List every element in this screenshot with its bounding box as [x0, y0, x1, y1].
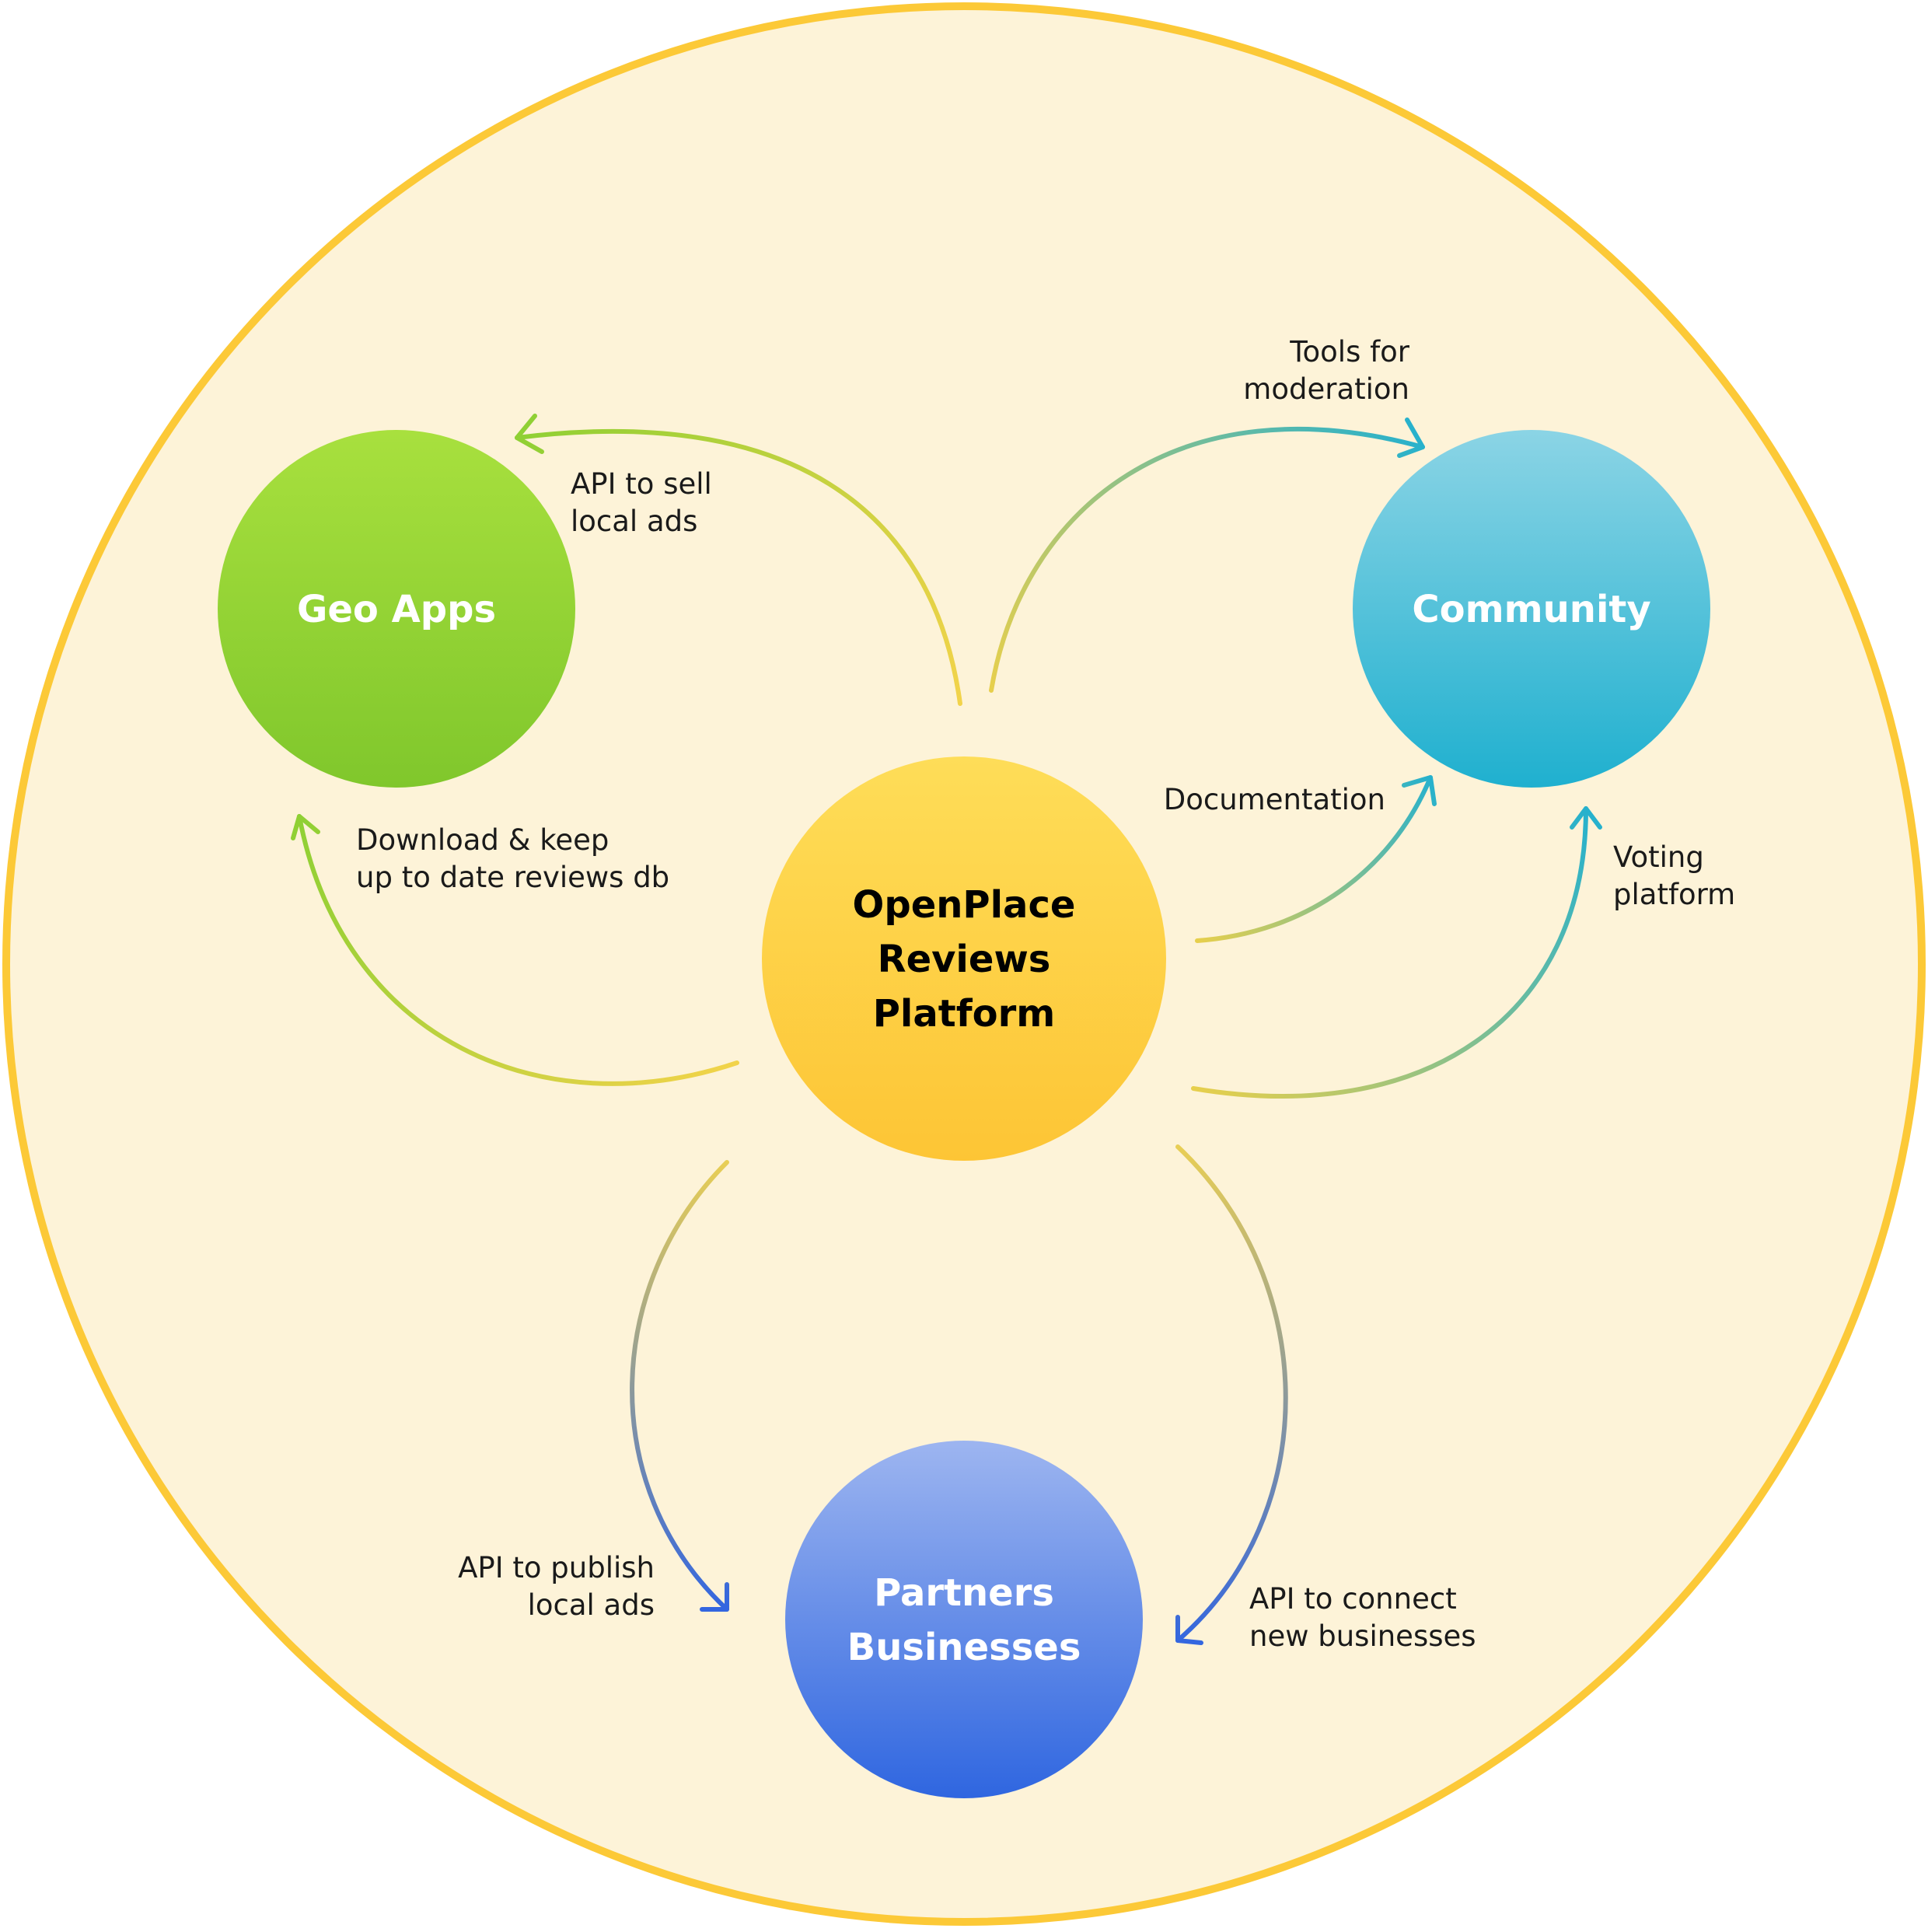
api-publish-ads-line-2: local ads	[528, 1588, 655, 1622]
arrow-documentation	[1195, 775, 1437, 943]
download-db-line-1: Download & keep	[356, 823, 609, 857]
platform-label-line-2: Reviews	[878, 938, 1051, 981]
geo-apps-label: Geo Apps	[297, 588, 496, 631]
api-connect-businesses-line-2: new businesses	[1249, 1619, 1476, 1653]
community-label: Community	[1412, 588, 1650, 631]
api-sell-ads-line-1: API to sell	[571, 467, 712, 501]
platform-circle	[762, 756, 1166, 1161]
platform-label-line-3: Platform	[873, 992, 1056, 1036]
label-download-db: Download & keep up to date reviews db	[356, 823, 669, 894]
api-sell-ads-line-2: local ads	[571, 505, 697, 538]
platform-label-line-1: OpenPlace	[853, 883, 1076, 927]
arrow-api-publish-ads	[630, 1160, 729, 1612]
documentation-line-1: Documentation	[1164, 783, 1385, 816]
partners-circle	[785, 1441, 1143, 1798]
node-geo-apps: Geo Apps	[218, 430, 575, 788]
arrow-api-sell-ads	[515, 414, 962, 706]
node-partners: Partners Businesses	[785, 1441, 1143, 1798]
api-connect-businesses-line-1: API to connect	[1249, 1582, 1457, 1616]
geo-apps-circle	[218, 430, 575, 788]
voting-platform-line-1: Voting	[1613, 840, 1704, 874]
node-community: Community	[1353, 430, 1710, 788]
label-api-connect-businesses: API to connect new businesses	[1249, 1582, 1476, 1653]
tools-moderation-line-1: Tools for	[1289, 335, 1410, 369]
label-tools-moderation: Tools for moderation	[1243, 335, 1409, 406]
voting-platform-line-2: platform	[1613, 878, 1735, 911]
community-circle	[1353, 430, 1710, 788]
label-api-publish-ads: API to publish local ads	[458, 1551, 655, 1622]
partners-label-line-2: Businesses	[847, 1626, 1081, 1669]
arrow-download-db	[291, 814, 739, 1086]
arrow-tools-moderation	[989, 417, 1425, 693]
api-publish-ads-line-1: API to publish	[458, 1551, 655, 1584]
node-platform: OpenPlace Reviews Platform	[762, 756, 1166, 1161]
download-db-line-2: up to date reviews db	[356, 861, 669, 894]
label-voting-platform: Voting platform	[1613, 840, 1735, 911]
label-documentation: Documentation	[1164, 783, 1385, 816]
arrow-voting-platform	[1191, 806, 1602, 1099]
label-api-sell-ads: API to sell local ads	[571, 467, 712, 538]
arrow-api-connect-businesses	[1175, 1144, 1288, 1645]
partners-label-line-1: Partners	[874, 1571, 1054, 1615]
tools-moderation-line-2: moderation	[1243, 372, 1409, 406]
